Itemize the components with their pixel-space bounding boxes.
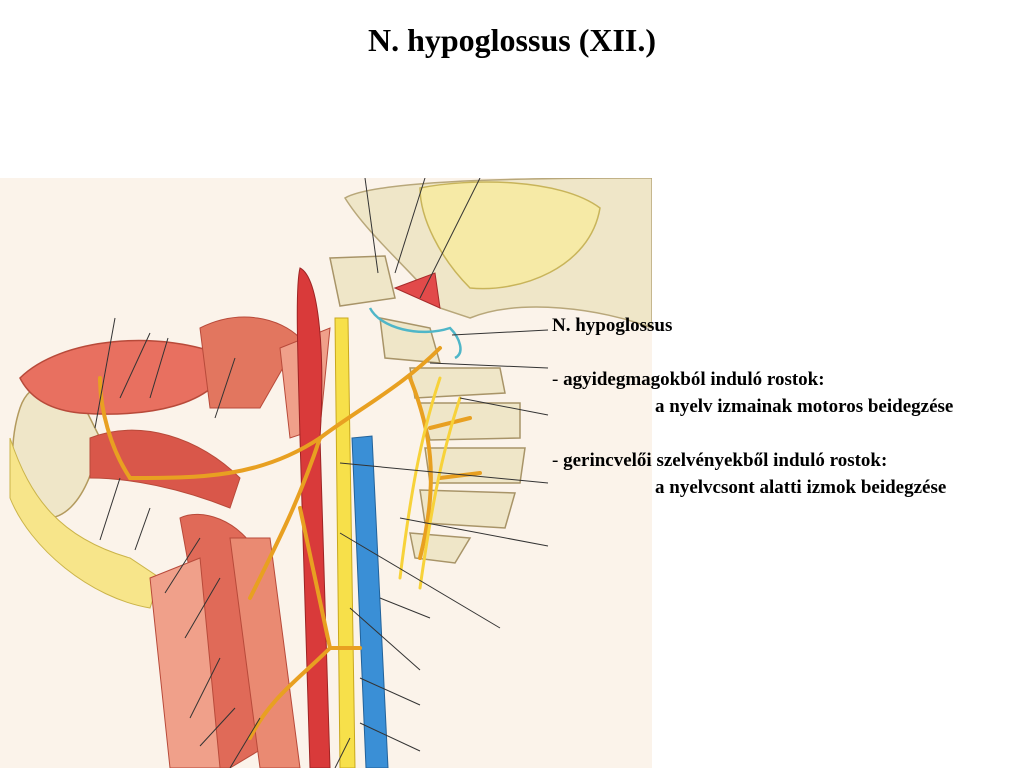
legend-heading: N. hypoglossus (552, 315, 673, 336)
legend-dash: - (552, 450, 559, 471)
accessory-nerve (368, 307, 462, 360)
anatomical-illustration (0, 178, 652, 768)
artery-branch (393, 272, 441, 309)
hypoglossal-nerve-branches (98, 346, 482, 740)
legend-dash: - (552, 369, 559, 390)
slide-title: N. hypoglossus (XII.) (367, 22, 657, 58)
leader-lines (94, 178, 549, 768)
legend-item-cranial-fibers: - agyidegmagokból induló rostok: a nyelv… (552, 366, 1022, 420)
carotid-artery (296, 267, 331, 768)
legend: N. hypoglossus - agyidegmagokból induló … (552, 312, 1022, 501)
legend-item-lead: agyidegmagokból induló rostok: (563, 369, 825, 390)
legend-item-sub: a nyelv izmainak motoros beidegzése (655, 396, 954, 417)
vagus-nerve (334, 317, 356, 768)
legend-item-spinal-fibers: - gerincvelői szelvényekből induló rosto… (552, 447, 1022, 501)
jugular-vein (351, 435, 389, 768)
legend-item-lead: gerincvelői szelvényekből induló rostok: (563, 450, 888, 471)
legend-item-sub: a nyelvcsont alatti izmok beidegzése (655, 477, 947, 498)
neck-muscles (89, 316, 331, 768)
